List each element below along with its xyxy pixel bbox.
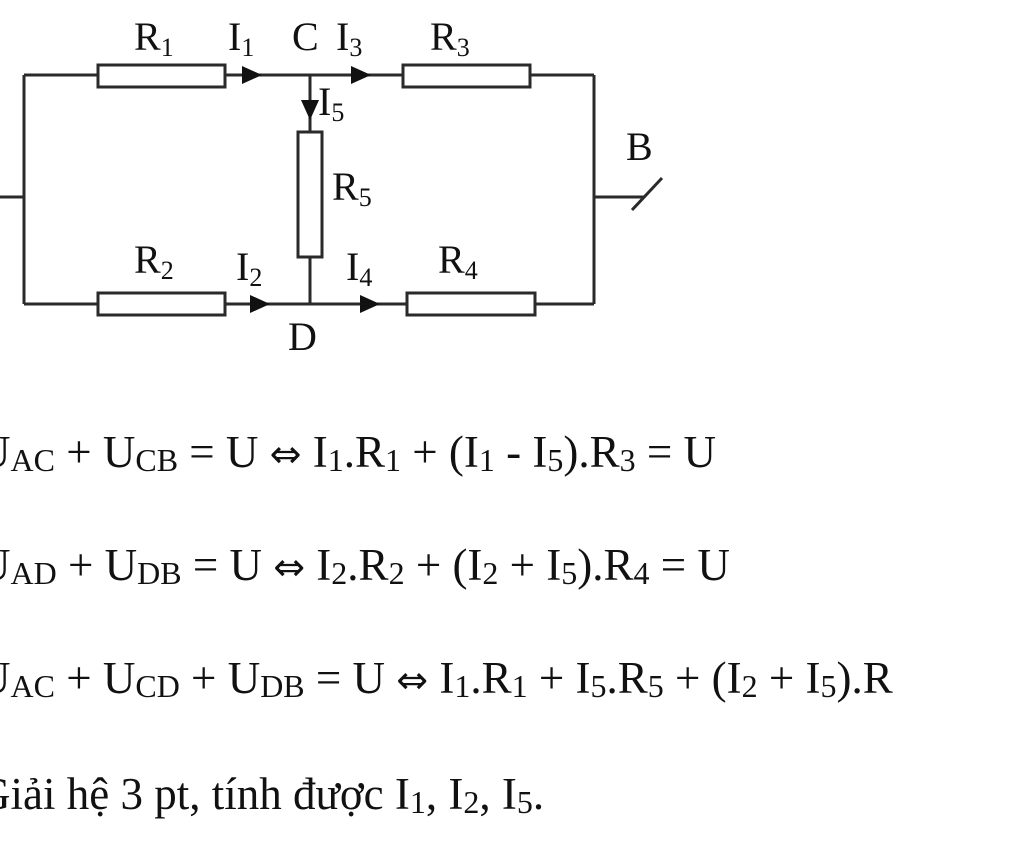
conclusion-text: Giải hệ 3 pt, tính được I1, I2, I5. (0, 769, 545, 820)
resistor-r3 (401, 63, 532, 89)
label-i3: I3 (336, 14, 362, 62)
iff-icon: ⇔ (396, 658, 429, 702)
circuit-diagram: R1 I1 C I3 R3 I5 R5 B R2 I2 I4 R4 D (0, 14, 664, 359)
resistor-r5 (296, 130, 324, 259)
iff-icon: ⇔ (269, 432, 302, 476)
label-r3: R3 (430, 14, 470, 62)
label-r5: R5 (332, 164, 372, 212)
equation-1: UAC + UCB = U ⇔ I1.R1 + (I1 - I5).R3 = U (0, 427, 717, 478)
label-i1: I1 (228, 14, 254, 62)
arrow-i4-icon (360, 295, 380, 313)
label-i2: I2 (236, 244, 262, 292)
label-node-c: C (292, 14, 319, 59)
arrow-i5-icon (301, 100, 319, 120)
terminal-b-slash (630, 176, 664, 212)
equation-2: UAD + UDB = U ⇔ I2.R2 + (I2 + I5).R4 = U (0, 540, 730, 591)
label-r2: R2 (134, 237, 174, 285)
label-node-d: D (288, 314, 317, 359)
label-i5: I5 (318, 79, 344, 127)
equation-3: UAC + UCD + UDB = U ⇔ I1.R1 + I5.R5 + (I… (0, 653, 893, 704)
iff-icon: ⇔ (273, 545, 306, 589)
arrow-i2-icon (250, 295, 270, 313)
resistor-r4 (405, 291, 537, 317)
label-r1: R1 (134, 14, 174, 62)
label-node-b: B (626, 124, 653, 169)
resistor-r1 (96, 63, 227, 89)
label-i4: I4 (346, 244, 372, 292)
arrow-i3-icon (351, 66, 371, 84)
label-r4: R4 (438, 237, 478, 285)
arrow-i1-icon (242, 66, 262, 84)
resistor-r2 (96, 291, 227, 317)
